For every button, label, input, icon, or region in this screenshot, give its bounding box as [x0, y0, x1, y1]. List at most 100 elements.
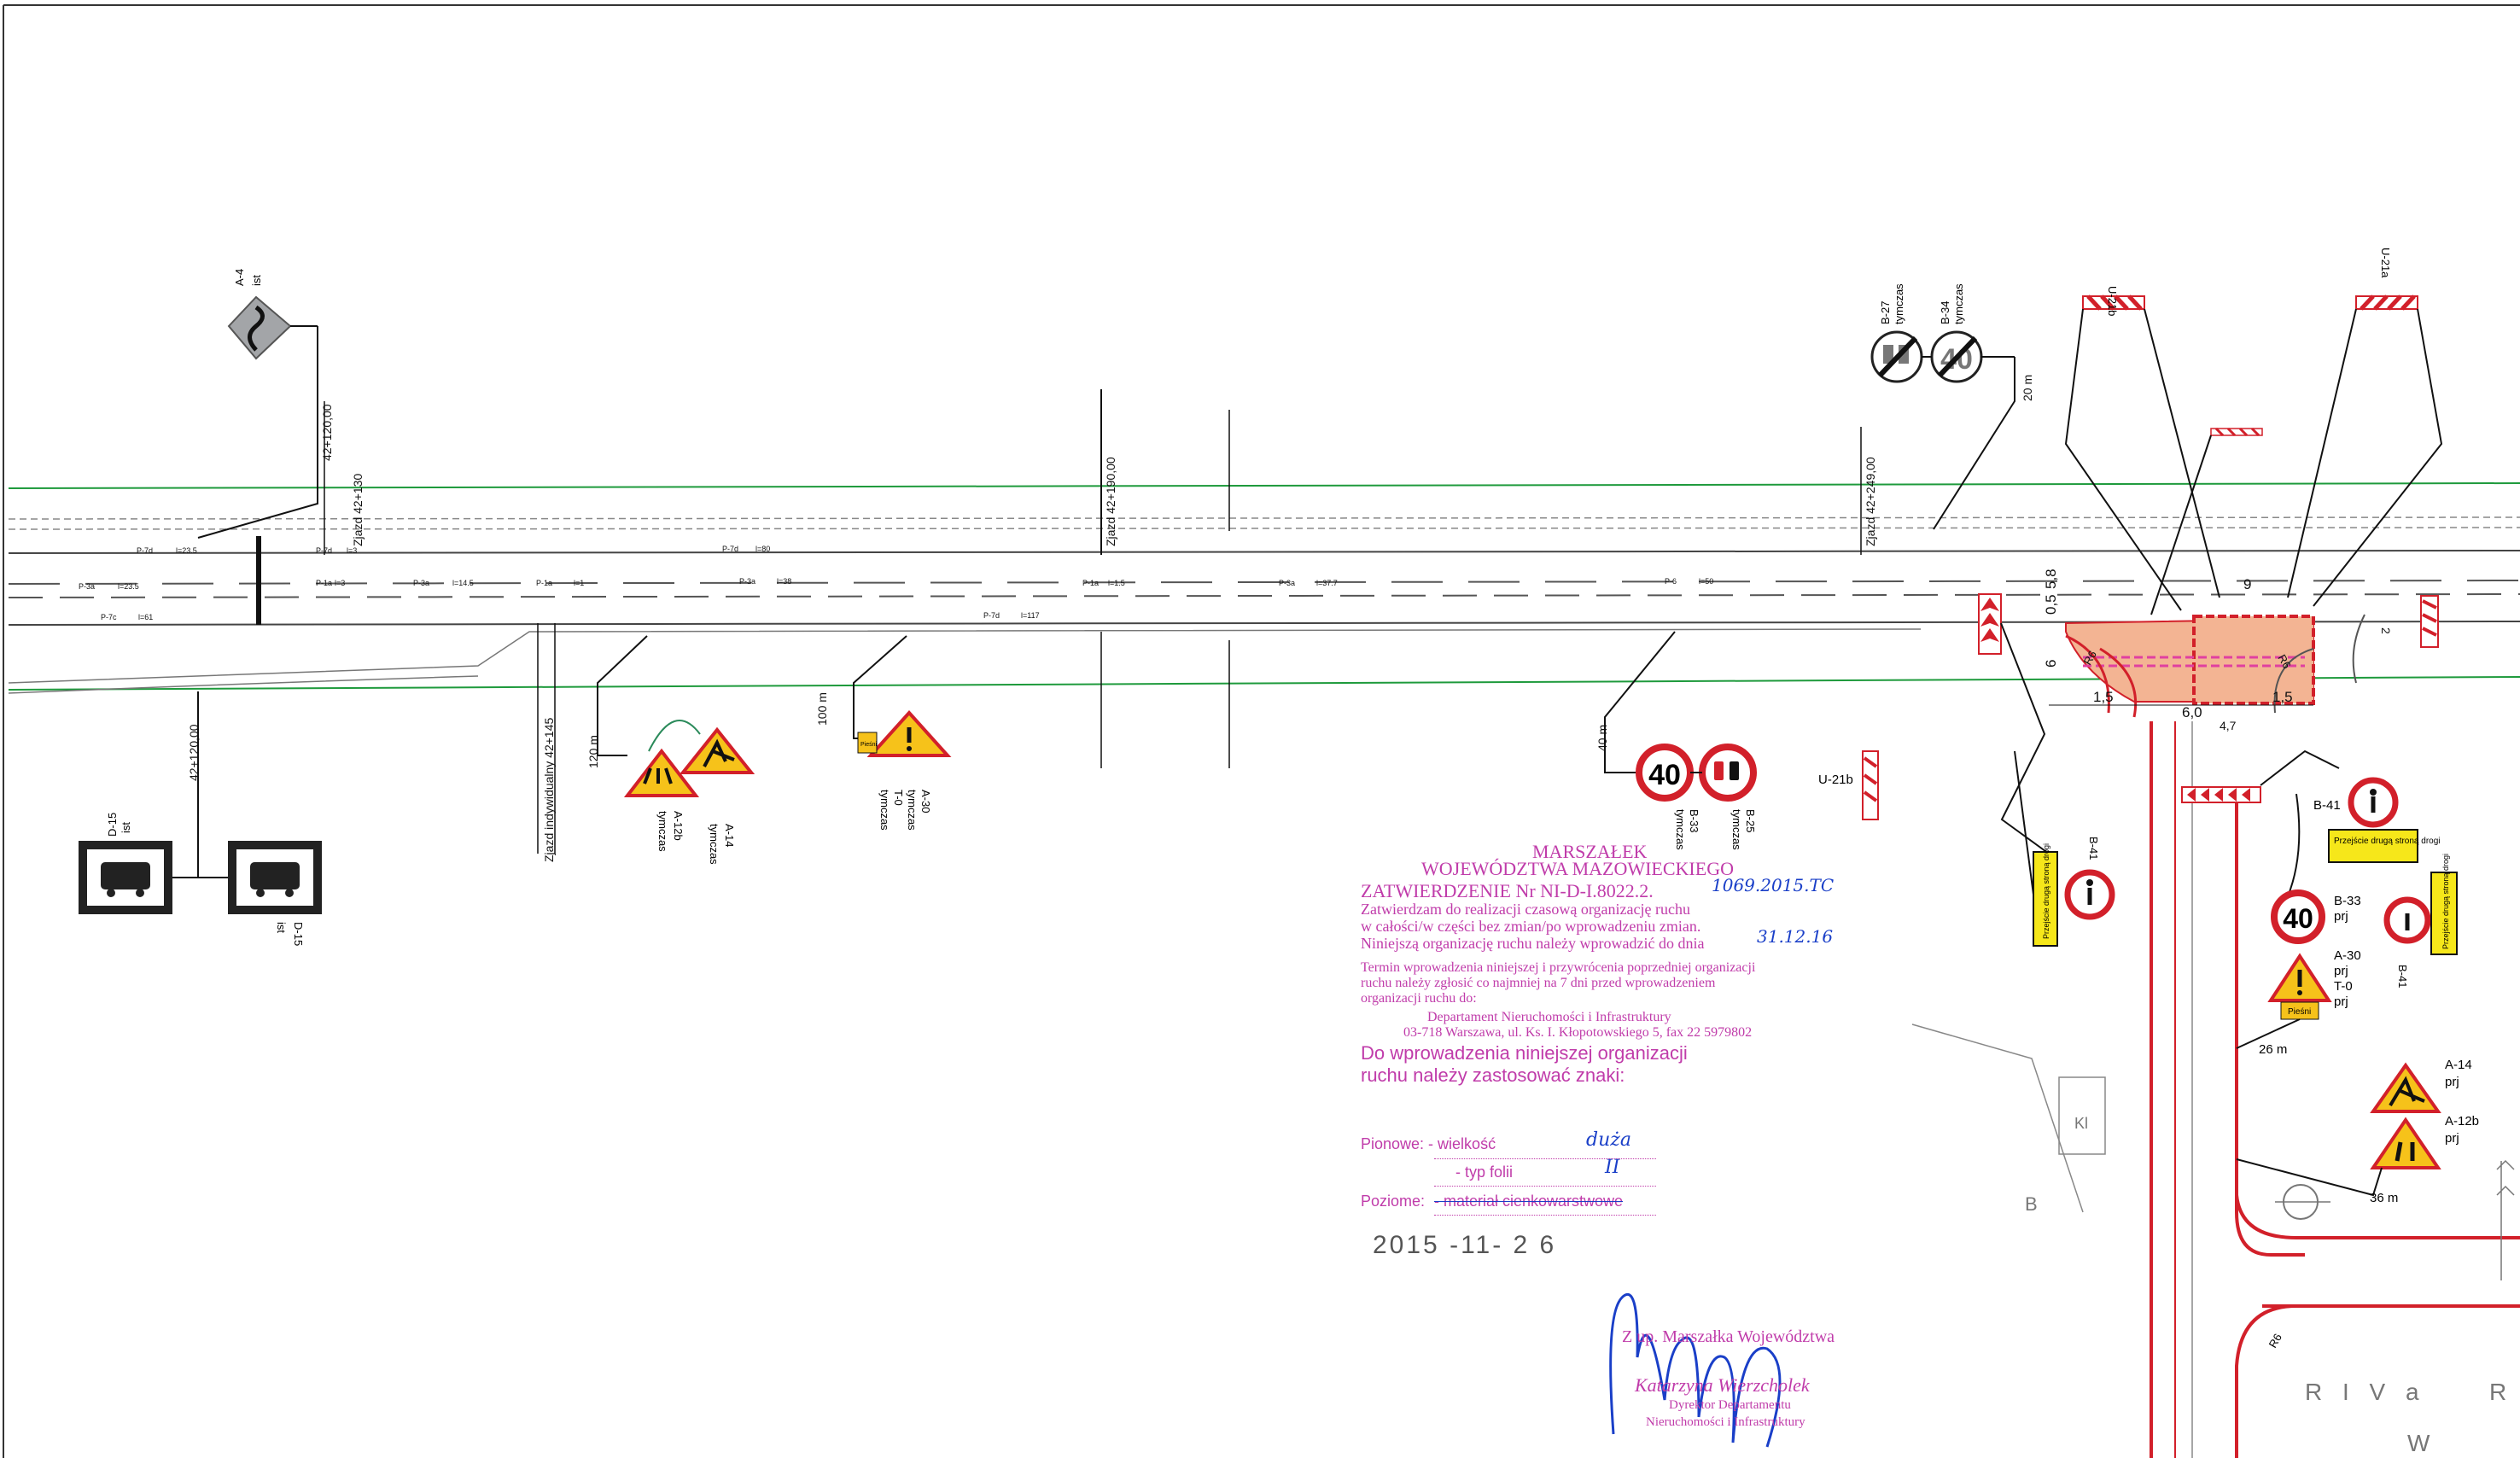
chainage-130: 42+120,00 [320, 404, 334, 461]
sign-a30-prj-t0: T-0 [2334, 979, 2353, 994]
marking-value-4: l=3 [347, 546, 357, 555]
distance-40: 40 m [1595, 725, 1609, 751]
sign-a12b-prj-note: prj [2445, 1131, 2459, 1146]
sign-u21b-mid-code: U-21b [1818, 773, 1853, 787]
sign-a30-prj-plate: Pieśni [2288, 1007, 2311, 1017]
sign-b41-left-plate: Przejście drugą stroną drogi [2042, 843, 2050, 939]
sign-d15-left-note: ist [120, 822, 132, 833]
stamp-line-9: organizacji ruchu do: [1361, 991, 1477, 1006]
sign-u21-small-top [2150, 427, 2263, 615]
dim-9: 9 [2243, 576, 2251, 592]
sign-b41-vert: Przejście drugą stroną drogi B-41 [2383, 854, 2458, 988]
sig-line-1: Z up. Marszałka Województwa [1622, 1327, 1835, 1346]
sig-line-4: Nieruchomości i Infrastruktury [1646, 1415, 1805, 1429]
sign-b33-prj-code: B-33 [2334, 894, 2361, 908]
dim-15-left: 1,5 [2093, 689, 2114, 705]
sign-b33-prj-value: 40 [2283, 903, 2313, 934]
label-riva: R I V a [2305, 1379, 2426, 1405]
dim-05: 0,5 [2043, 594, 2059, 615]
sign-b33-note: tymczas [1674, 809, 1687, 850]
sign-a30-plate: Pieśni [860, 742, 878, 748]
sign-a14-prj-note: prj [2445, 1075, 2459, 1089]
sign-b27-code: B-27 [1879, 301, 1892, 324]
stamp-handwritten-date: 31.12.16 [1757, 926, 1834, 947]
sign-a4: A-4 ist [197, 269, 318, 539]
marking-value-11: l=1.5 [1108, 579, 1125, 587]
stamp-line-8: ruchu należy zgłosić co najmniej na 7 dn… [1361, 976, 1716, 990]
stamp-line-7: Termin wprowadzenia niniejszej i przywró… [1361, 960, 1756, 975]
dim-47: 4,7 [2220, 719, 2237, 732]
road-lane-line [8, 593, 2520, 598]
stamp-line-16-rest: - materiał cienkowarstwowe [1434, 1193, 1624, 1210]
stamp-line-14: Pionowe: - wielkość [1361, 1135, 1496, 1152]
road-markings: P-3a l=23.5 P-7c l=61 P-7d l=23.5 P-7d l… [79, 545, 1713, 621]
sign-a30-prj-note: prj [2334, 964, 2348, 978]
chainage-zjazd-249: Zjazd 42+249,00 [1864, 457, 1877, 546]
distance-20: 20 m [2021, 375, 2034, 401]
marking-p3a-3: P-3a [739, 577, 755, 586]
stamp-line-6: Niniejszą organizację ruchu należy wprow… [1361, 935, 1705, 952]
sign-b41-right: Przejście drugą stroną drogi B-41 [2313, 777, 2441, 863]
sign-a30-t0: T-0 [892, 790, 905, 806]
road-edge-top [8, 550, 2520, 554]
sign-a14-note: tymczas [708, 824, 720, 865]
dim-2: 2 [2379, 627, 2393, 634]
sign-b41-left-code: B-41 [2087, 837, 2100, 860]
distance-26: 26 m [2259, 1042, 2287, 1057]
sign-b27-b34: 40 B-27 tymczas B-34 tymczas [1870, 283, 2015, 530]
sign-a14-code: A-14 [723, 824, 736, 847]
sign-b27-note: tymczas [1893, 283, 1905, 324]
marking-value-14: l=50 [1699, 577, 1713, 586]
dim-15-right: 1,5 [2272, 689, 2293, 705]
marking-p7d-2: P-7d [316, 546, 332, 555]
dim-58: 5,8 [2043, 569, 2059, 589]
road-edge-dashed-2 [8, 527, 2520, 530]
sign-a12b-note: tymczas [656, 811, 669, 852]
sign-b34-note: tymczas [1952, 283, 1965, 324]
stamp-line-16: Poziome: [1361, 1193, 1426, 1210]
marking-p3a-1: P-3a [79, 582, 95, 591]
stamp-line-11: 03-718 Warszawa, ul. Ks. I. Kłopotowskie… [1403, 1025, 1753, 1040]
dim-r6-left: R6 [2081, 649, 2099, 668]
label-w: W [2407, 1430, 2430, 1456]
stamp-line-5: w całości/w części bez zmian/po wprowadz… [1361, 918, 1701, 935]
sign-b33-prj: 40 B-33 prj [2271, 889, 2361, 944]
stamp-line-4: Zatwierdzam do realizacji czasową organi… [1361, 901, 1690, 918]
marking-p1a-1: P-1a [316, 579, 332, 587]
dim-6: 6 [2043, 660, 2059, 668]
distance-100: 100 m [815, 692, 829, 726]
road-lines [8, 389, 2520, 854]
sign-b33-value: 40 [1648, 759, 1681, 791]
sign-a30-code: A-30 [919, 790, 932, 813]
sign-a30-prj: Pieśni A-30 prj T-0 prj 26 m [2236, 948, 2361, 1057]
sign-a14-prj-code: A-14 [2445, 1058, 2472, 1072]
marking-value-1: l=23.5 [118, 582, 139, 591]
sign-b41-vert-plate: Przejście drugą stroną drogi [2441, 854, 2450, 949]
marking-p3a-4: P-3a [1279, 579, 1295, 587]
stamp-handwritten-size: duża [1586, 1129, 1631, 1151]
sig-line-2: Katarzyna Wierzcholek [1635, 1374, 1810, 1396]
sign-a4-note: ist [250, 275, 263, 286]
stamp-line-15: - typ folii [1455, 1163, 1514, 1181]
stamp-date: 2015 -11- 2 6 [1373, 1231, 1557, 1259]
sign-a12b-code: A-12b [672, 811, 685, 841]
sign-b33-b25: 40 B-33 tymczas B-25 tymczas [1604, 631, 1757, 850]
approval-stamp: MARSZAŁEK WOJEWÓDZTWA MAZOWIECKIEGO ZATW… [1349, 841, 1844, 1438]
sign-a12b-prj-code: A-12b [2445, 1114, 2479, 1128]
distance-36: 36 m [2370, 1191, 2398, 1205]
dim-60: 6,0 [2182, 704, 2202, 720]
sign-a30-note: tymczas [906, 790, 919, 831]
chainage-labels: 42+120,00 42+120,00 Zjazd 42+130 Zjazd 4… [187, 375, 2034, 862]
marking-p7d-1: P-7d [137, 546, 153, 555]
chevrons-intersection: U-21b [1818, 593, 2439, 919]
stamp-dotline-3 [1434, 1215, 1656, 1216]
sign-a30-note3: tymczas [878, 790, 891, 831]
shoulder-line-2 [8, 675, 479, 694]
green-boundary-top [8, 482, 2520, 489]
marking-value-13: l=37.7 [1316, 579, 1338, 587]
stamp-line-12: Do wprowadzenia niniejszej organizacji [1361, 1042, 1688, 1064]
sign-group-a12b-a14: A-12b tymczas A-14 tymczas [597, 635, 755, 865]
marking-p1a-2: P-1a [536, 579, 552, 587]
sign-a30-prj-note3: prj [2334, 994, 2348, 1009]
marking-value-10: l=117 [1021, 611, 1040, 620]
